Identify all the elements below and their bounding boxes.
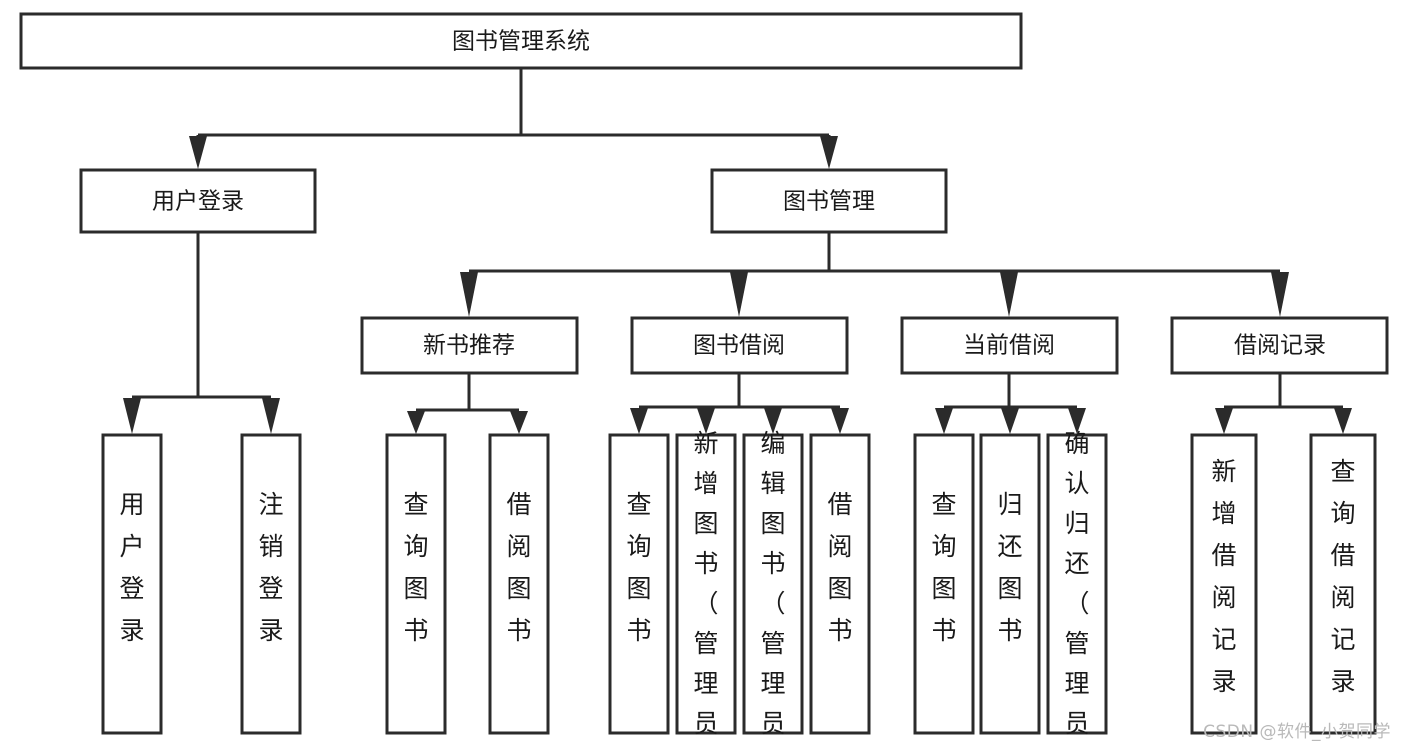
leaf-cb-query-book-box[interactable] (913, 433, 975, 735)
arrow-head-br-leaf-2 (1334, 408, 1352, 434)
leaf-br-query-record-label: 查询借阅记录 (1330, 457, 1355, 696)
book-borrow-label: 图书借阅 (693, 333, 785, 359)
node-book-borrow[interactable]: 图书借阅 (630, 316, 849, 375)
arrow-head-to-new-book-rec (460, 272, 478, 317)
arrow-head-to-book-borrow (730, 272, 748, 317)
leaf-bb-edit-book-label: 编辑图书（管理员） (760, 429, 785, 747)
leaf-br-add-record-box[interactable] (1190, 433, 1258, 735)
arrow-head-bb-leaf-1 (630, 408, 648, 434)
leaf-bb-borrow-book-label: 借阅图书 (827, 490, 852, 645)
leaf-nbr-borrow-book-label: 借阅图书 (506, 490, 531, 645)
leaf-cb-return-book[interactable]: 归还图书 (979, 433, 1041, 735)
leaf-bb-add-book[interactable]: 新增图书（管理员） (675, 429, 737, 747)
arrow-head-to-book-manage (820, 136, 838, 169)
arrow-head-to-borrow-record (1271, 272, 1289, 317)
leaf-nbr-query-book-label: 查询图书 (403, 490, 428, 645)
arrow-head-to-current-borrow (1000, 272, 1018, 317)
leaf-br-query-record[interactable]: 查询借阅记录 (1309, 433, 1377, 735)
new-book-rec-label: 新书推荐 (423, 333, 515, 359)
leaf-bb-borrow-book-box[interactable] (809, 433, 871, 735)
user-login-label: 用户登录 (152, 189, 244, 215)
leaf-bb-query-book-label: 查询图书 (626, 490, 651, 645)
leaf-br-add-record-label: 新增借阅记录 (1211, 457, 1236, 696)
leaf-nbr-query-book[interactable]: 查询图书 (385, 433, 447, 735)
borrow-record-box[interactable] (1170, 316, 1389, 375)
book-manage-box[interactable] (710, 168, 948, 234)
node-new-book-rec[interactable]: 新书推荐 (360, 316, 579, 375)
leaf-nbr-borrow-book-box[interactable] (488, 433, 550, 735)
leaf-cb-query-book-label: 查询图书 (931, 490, 956, 645)
arrow-head-nbr-leaf-1 (407, 411, 425, 434)
arrow-head-nbr-leaf-2 (510, 411, 528, 434)
arrow-head-to-leaf-logout (262, 398, 280, 434)
leaf-logout-label: 注销登录 (258, 490, 283, 645)
node-borrow-record[interactable]: 借阅记录 (1170, 316, 1389, 375)
borrow-record-label: 借阅记录 (1234, 333, 1326, 359)
leaf-bb-query-book-box[interactable] (608, 433, 670, 735)
leaf-logout-box[interactable] (240, 433, 302, 735)
leaf-br-query-record-box[interactable] (1309, 433, 1377, 735)
leaf-user-login-label: 用户登录 (119, 490, 144, 645)
leaf-cb-confirm-return[interactable]: 确认归还（管理员） (1046, 429, 1108, 747)
leaf-bb-edit-book-box[interactable] (742, 433, 804, 735)
leaf-cb-confirm-return-box[interactable] (1046, 433, 1108, 735)
leaf-user-login[interactable]: 用户登录 (101, 433, 163, 735)
node-root[interactable]: 图书管理系统 (19, 12, 1023, 70)
leaf-bb-query-book[interactable]: 查询图书 (608, 433, 670, 735)
arrow-head-bb-leaf-3 (764, 408, 782, 434)
leaf-logout[interactable]: 注销登录 (240, 433, 302, 735)
arrow-head-to-user-login (189, 136, 207, 169)
root-label: 图书管理系统 (452, 29, 590, 55)
arrow-head-cb-leaf-3 (1068, 408, 1086, 434)
leaf-nbr-borrow-book[interactable]: 借阅图书 (488, 433, 550, 735)
root-box[interactable] (19, 12, 1023, 70)
leaf-nbr-query-book-box[interactable] (385, 433, 447, 735)
current-borrow-label: 当前借阅 (963, 333, 1055, 359)
node-current-borrow[interactable]: 当前借阅 (900, 316, 1119, 375)
leaf-bb-edit-book[interactable]: 编辑图书（管理员） (742, 429, 804, 747)
leaf-bb-borrow-book[interactable]: 借阅图书 (809, 433, 871, 735)
arrow-head-bb-leaf-2 (697, 408, 715, 434)
node-book-manage[interactable]: 图书管理 (710, 168, 948, 234)
new-book-rec-box[interactable] (360, 316, 579, 375)
leaf-cb-confirm-return-label: 确认归还（管理员） (1064, 429, 1089, 747)
leaf-cb-query-book[interactable]: 查询图书 (913, 433, 975, 735)
current-borrow-box[interactable] (900, 316, 1119, 375)
leaf-cb-return-book-label: 归还图书 (997, 490, 1022, 645)
book-manage-label: 图书管理 (783, 189, 875, 215)
arrow-head-bb-leaf-4 (831, 408, 849, 434)
leaf-bb-add-book-label: 新增图书（管理员） (693, 429, 718, 747)
node-user-login[interactable]: 用户登录 (79, 168, 317, 234)
leaf-user-login-box[interactable] (101, 433, 163, 735)
arrow-head-cb-leaf-2 (1001, 408, 1019, 434)
leaf-bb-add-book-box[interactable] (675, 433, 737, 735)
leaf-cb-return-book-box[interactable] (979, 433, 1041, 735)
arrow-head-cb-leaf-1 (935, 408, 953, 434)
leaf-br-add-record[interactable]: 新增借阅记录 (1190, 433, 1258, 735)
arrow-head-br-leaf-1 (1215, 408, 1233, 434)
arrow-head-to-leaf-user-login (123, 398, 141, 434)
